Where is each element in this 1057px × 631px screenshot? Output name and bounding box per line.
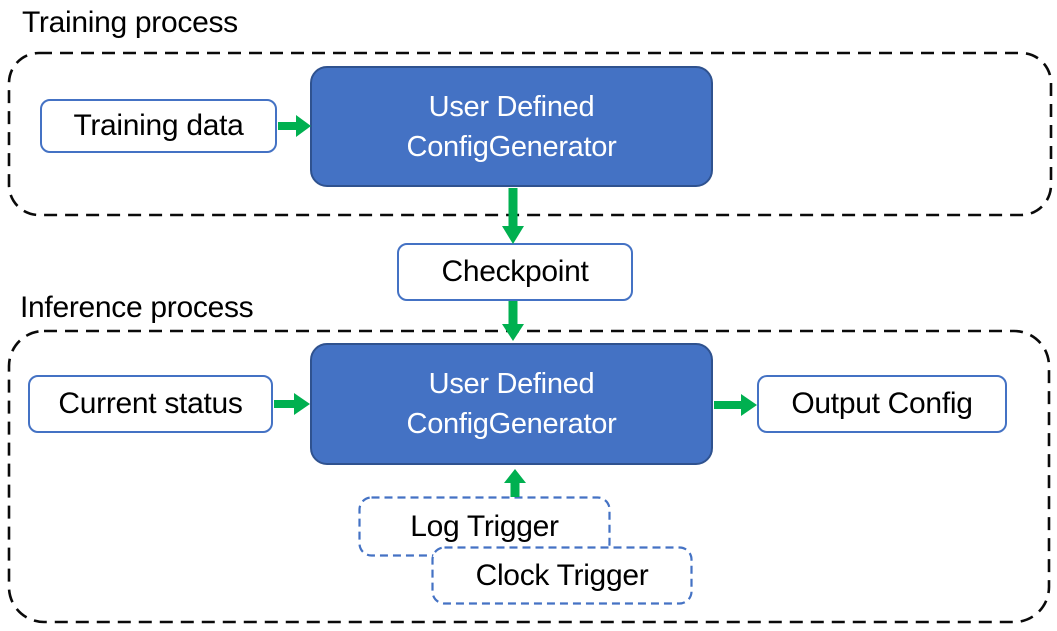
clock-trigger-label: Clock Trigger xyxy=(475,558,649,592)
checkpoint-label: Checkpoint xyxy=(441,255,589,288)
config-generator-label-line2: ConfigGenerator xyxy=(406,408,617,440)
clock-trigger-box-label: Clock Trigger xyxy=(432,547,692,604)
training-data-label: Training data xyxy=(73,109,244,142)
config-generator-label-line2: ConfigGenerator xyxy=(406,130,617,163)
output-config-box: Output Config xyxy=(757,375,1007,433)
log-trigger-box-label: Log Trigger xyxy=(359,497,610,556)
training-data-box: Training data xyxy=(40,99,277,153)
training-process-container xyxy=(7,51,1053,217)
current-status-label: Current status xyxy=(58,387,243,420)
config-generator-box-training: User Defined ConfigGenerator xyxy=(310,66,713,187)
inference-process-container xyxy=(7,329,1051,624)
log-trigger-label: Log Trigger xyxy=(410,509,559,543)
clock-trigger-box xyxy=(431,546,693,605)
training-process-title: Training process xyxy=(22,6,238,39)
current-status-box: Current status xyxy=(28,375,273,433)
config-generator-box-inference: User Defined ConfigGenerator xyxy=(310,343,713,465)
inference-process-title: Inference process xyxy=(20,291,254,324)
output-config-label: Output Config xyxy=(791,387,973,420)
checkpoint-box: Checkpoint xyxy=(397,243,633,301)
config-generator-label-line1: User Defined xyxy=(428,90,595,123)
config-generator-label-line1: User Defined xyxy=(428,368,595,400)
